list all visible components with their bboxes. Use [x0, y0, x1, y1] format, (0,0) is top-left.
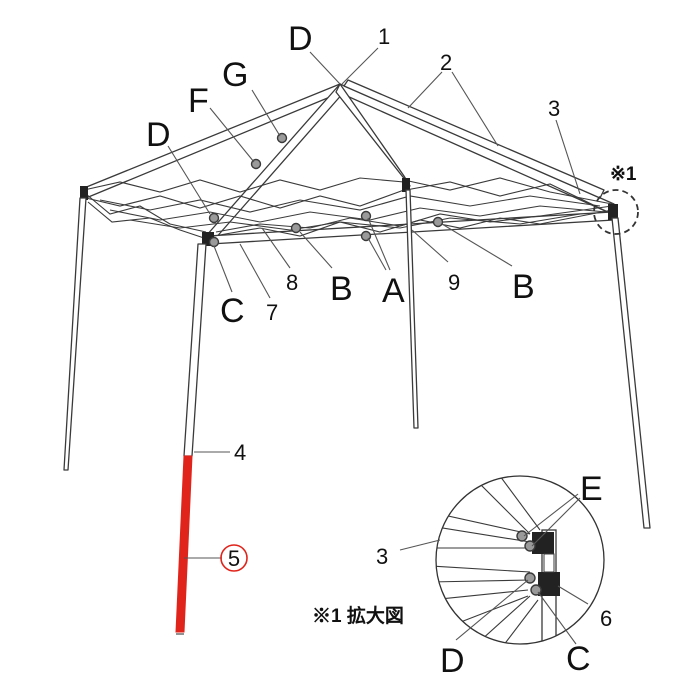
- label-8: 8: [286, 270, 298, 295]
- label-4: 4: [234, 440, 246, 465]
- legs: [63, 189, 651, 635]
- label-9: 9: [448, 270, 460, 295]
- label-e: E: [580, 470, 603, 508]
- label-g: G: [222, 56, 248, 94]
- pin-b-left: [290, 222, 302, 234]
- detail-marker-circle: [593, 189, 639, 235]
- zoom-outline: [435, 475, 605, 645]
- zoom-caption: ※1 拡大図: [312, 604, 404, 627]
- part-labels: D 1 2 3 G F D C 7 8 B A 9 B ※1 4 5 E 3 ※…: [146, 20, 637, 680]
- label-d-top: D: [288, 20, 313, 58]
- label-c: C: [220, 292, 245, 330]
- label-3-top: 3: [548, 96, 560, 121]
- label-1: 1: [378, 24, 390, 49]
- label-b-left: B: [330, 270, 353, 308]
- scissor-trusses: [83, 177, 615, 245]
- label-f: F: [188, 82, 209, 120]
- label-3-zoom: 3: [376, 544, 388, 569]
- leader-lines: [167, 47, 581, 559]
- label-b-right: B: [512, 268, 535, 306]
- label-a: A: [382, 272, 405, 310]
- label-6: 6: [600, 606, 612, 631]
- label-c-zoom: C: [566, 640, 591, 678]
- pin-c: [208, 236, 220, 248]
- pin-a-upper: [360, 210, 372, 222]
- detail-marker-label: ※1: [610, 164, 637, 185]
- label-d-zoom: D: [440, 642, 465, 680]
- zoom-detail: [399, 475, 605, 645]
- label-7: 7: [266, 300, 278, 325]
- label-d-left: D: [146, 116, 171, 154]
- pin-b-right: [432, 216, 444, 228]
- label-5: 5: [228, 546, 240, 571]
- pin-d: [208, 212, 220, 224]
- highlighted-lower-leg: [175, 455, 193, 633]
- label-5-circle: [220, 544, 248, 572]
- joint-pins: [208, 132, 444, 248]
- label-2: 2: [440, 50, 452, 75]
- roof-frame: [83, 79, 615, 241]
